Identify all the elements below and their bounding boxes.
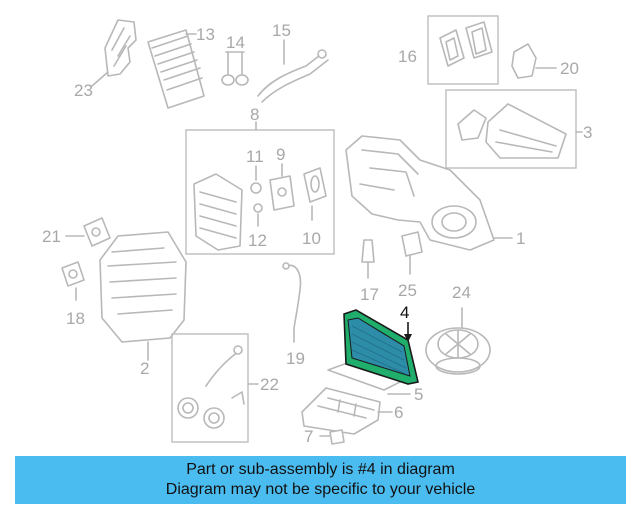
callout-18: 18 — [66, 309, 85, 328]
callout-2: 2 — [140, 359, 149, 378]
banner-line-1: Part or sub-assembly is #4 in diagram — [186, 461, 455, 478]
info-banner: Part or sub-assembly is #4 in diagram Di… — [15, 456, 626, 504]
part-3-duct — [457, 103, 583, 159]
callout-1: 1 — [516, 229, 525, 248]
part-6-cover — [301, 387, 393, 435]
part-16-gaskets — [439, 21, 493, 67]
part-9-valve — [269, 163, 295, 211]
callout-12: 12 — [248, 231, 267, 250]
part-24-blower-motor — [425, 307, 491, 375]
part-25-resistor — [401, 231, 423, 275]
part-17-screw — [361, 239, 375, 279]
part-20-bracket — [511, 43, 557, 79]
part-23-bracket — [91, 19, 137, 87]
banner-line-2: Diagram may not be specific to your vehi… — [165, 481, 476, 498]
callout-11: 11 — [246, 147, 264, 166]
part-11-seal — [250, 165, 262, 194]
callout-21: 21 — [42, 227, 61, 246]
part-10-sensor — [303, 167, 327, 221]
part-4-cabin-filter — [343, 309, 419, 385]
part-1-housing — [345, 135, 513, 251]
part-21-actuator — [65, 217, 111, 247]
callout-17: 17 — [360, 285, 379, 304]
part-18-actuator — [61, 261, 85, 301]
callout-4: 4 — [400, 303, 409, 322]
part-15-pipe — [257, 39, 329, 103]
part-8-box — [185, 129, 335, 255]
callout-15: 15 — [272, 21, 291, 40]
part-8-heater-core — [193, 173, 243, 251]
callout-25: 25 — [398, 281, 417, 300]
callout-3: 3 — [583, 123, 592, 142]
part-2-housing — [99, 231, 187, 361]
part-14-o-rings — [221, 51, 249, 86]
part-7-clip — [319, 429, 345, 445]
callout-9: 9 — [276, 145, 285, 164]
callout-13: 13 — [196, 25, 215, 44]
callout-10: 10 — [302, 229, 321, 248]
callout-7: 7 — [304, 427, 313, 446]
callout-8: 8 — [250, 105, 259, 124]
part-19-cable — [282, 262, 302, 343]
callout-20: 20 — [560, 59, 579, 78]
callout-5: 5 — [414, 385, 423, 404]
part-12-seal — [253, 203, 263, 227]
part-13-evaporator — [147, 29, 205, 109]
part-22-box — [171, 333, 249, 443]
callout-22: 22 — [260, 375, 279, 394]
callout-14: 14 — [226, 33, 245, 52]
part-22-linkage — [177, 345, 259, 429]
callout-23: 23 — [74, 81, 93, 100]
callout-19: 19 — [286, 349, 305, 368]
parts-diagram: 23 13 14 15 16 20 — [42, 15, 592, 446]
callout-6: 6 — [394, 403, 403, 422]
part-16-box — [427, 15, 499, 85]
part-3-box — [445, 89, 577, 169]
callout-24: 24 — [452, 283, 471, 302]
callout-16: 16 — [398, 47, 417, 66]
